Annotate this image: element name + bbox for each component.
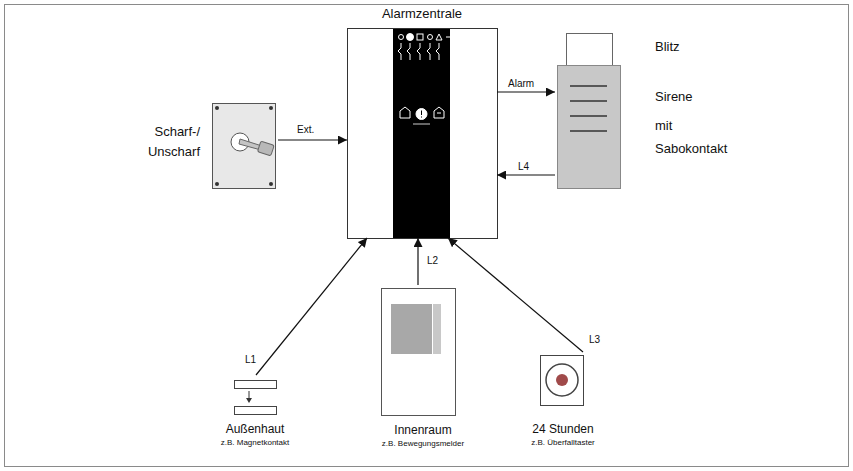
signal-label: L3 [588, 334, 601, 346]
node-label: z.B. Magnetkontakt [205, 438, 305, 448]
status-icon [407, 34, 414, 41]
siren-body [558, 66, 621, 189]
panel-button [416, 109, 427, 120]
panel-button-mark [421, 111, 422, 118]
frame [5, 5, 849, 467]
node-label: Sirene [655, 89, 755, 105]
control-panel-band [393, 29, 450, 238]
magnet-arrow [249, 391, 250, 399]
motion-detector: Innenraum z.B. Bewegungsmelder [368, 285, 480, 455]
status-icon [417, 34, 423, 40]
screw [269, 106, 273, 110]
grille-line [570, 130, 607, 132]
panic-button-ring [546, 364, 578, 396]
signal-arrow [497, 174, 555, 175]
node-label: mit Sabokontakt [655, 115, 737, 161]
panel-icon [400, 107, 410, 118]
motion-detector-lens [391, 304, 432, 354]
screw [215, 106, 219, 110]
motion-detector-lens [433, 304, 441, 354]
panel-icon [434, 107, 444, 118]
key-switch: Scharf-/ Unscharf [130, 100, 278, 192]
status-icon [446, 37, 450, 38]
siren-grille [570, 86, 607, 131]
grille-line [570, 85, 607, 87]
node-label: Scharf-/ Unscharf [134, 122, 200, 161]
magnet-contact: Außenhaut z.B. Magnetkontakt [205, 375, 307, 455]
node-label: Alarmzentrale [327, 6, 517, 22]
node-label: Innenraum [368, 423, 478, 437]
node-label: Außenhaut [205, 422, 305, 436]
status-icon [428, 35, 433, 40]
node-label: z.B. Bewegungsmelder [368, 439, 478, 449]
grille-line [570, 115, 607, 117]
signal-arrow [278, 139, 347, 140]
contact-part [235, 407, 277, 415]
signal-arrow [497, 91, 555, 92]
flash-lamp [567, 34, 613, 66]
screw [269, 182, 273, 186]
magnet-arrow-head [246, 398, 252, 403]
grille-line [570, 100, 607, 102]
magnet-part [235, 381, 277, 389]
node-label: 24 Stunden [513, 422, 613, 436]
key-switch-plate [213, 104, 276, 189]
signal-label: L2 [426, 255, 439, 267]
status-icons [398, 34, 450, 125]
signal-label: Ext. [296, 124, 315, 136]
siren: BlitzSirene mit Sabokontakt [555, 30, 765, 195]
panel-marking [413, 124, 430, 125]
screw [215, 182, 219, 186]
key-bow [257, 141, 274, 156]
control-panel-housing [348, 29, 498, 239]
led-lead [407, 43, 410, 60]
status-icon [399, 35, 404, 40]
node-label: z.B. Überfalltaster [513, 438, 613, 448]
signal-arrow [256, 238, 367, 375]
led-lead [417, 43, 420, 60]
panic-button [556, 374, 568, 386]
signal-label: L4 [517, 161, 530, 173]
node-label: Blitz [655, 39, 755, 55]
signal-label: L1 [244, 354, 257, 366]
led-lead [427, 43, 430, 60]
panic-button-housing [541, 356, 584, 406]
control-panel: Alarmzentrale [347, 28, 497, 238]
signal-label: Alarm [507, 78, 535, 90]
motion-detector-housing [382, 289, 456, 416]
signal-arrow [417, 238, 418, 285]
led-lead [436, 43, 439, 60]
signal-arrow [448, 238, 583, 352]
panic-button: 24 Stunden z.B. Überfalltaster [513, 352, 615, 453]
led-lead [398, 43, 401, 60]
status-icon [436, 34, 442, 40]
